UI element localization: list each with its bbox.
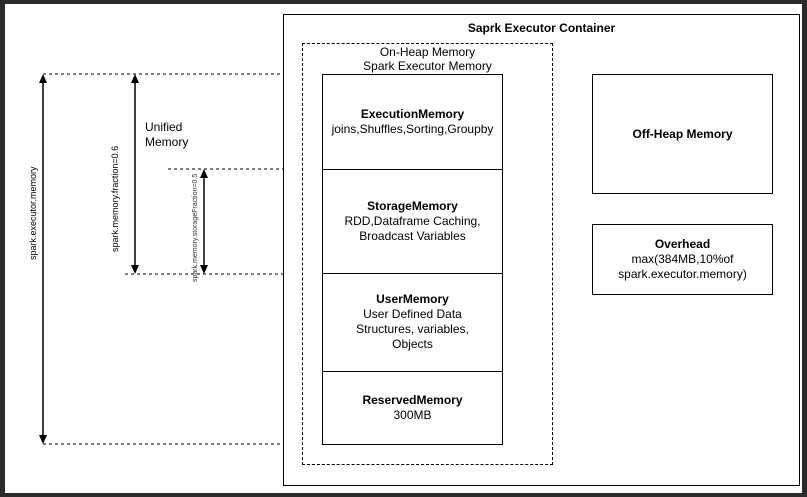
executor-memory-label: spark.executor.memory [28, 166, 38, 260]
overhead-title: Overhead [654, 237, 711, 251]
user-memory-desc-line2: Structures, variables, [356, 322, 469, 336]
onheap-memory-title: On-Heap Memory Spark Executor Memory [302, 45, 553, 73]
diagram-canvas: spark.executor.memory spark.memory.fract… [5, 4, 802, 493]
user-memory-desc-line1: User Defined Data [363, 307, 462, 321]
storage-memory-block: StorageMemory RDD,Dataframe Caching, Bro… [322, 169, 503, 273]
memory-fraction-arrow-top-head [131, 74, 139, 83]
executor-memory-arrow-top-head [39, 74, 47, 83]
user-memory-desc-line3: Objects [392, 337, 433, 351]
overhead-desc-line1: max(384MB,10%of [631, 252, 734, 266]
reserved-memory-block: ReservedMemory 300MB [322, 371, 503, 445]
storage-user-divider [322, 273, 503, 274]
storage-memory-desc-line2: Broadcast Variables [359, 228, 466, 243]
memory-fraction-label: spark.memory.fraction=0.6 [110, 145, 120, 252]
execution-memory-desc: joins,Shuffles,Sorting,Groupby [331, 121, 494, 136]
unified-memory-label-line2: Memory [145, 135, 189, 149]
memory-stack [322, 74, 503, 445]
offheap-memory-box: Off-Heap Memory [592, 74, 773, 194]
reserved-memory-title: ReservedMemory [362, 393, 463, 407]
user-reserved-divider [322, 371, 503, 372]
unified-memory-label: Unified Memory [145, 120, 188, 150]
offheap-memory-title: Off-Heap Memory [632, 126, 733, 141]
storage-memory-desc-line1: RDD,Dataframe Caching, [344, 213, 481, 228]
overhead-box: Overhead max(384MB,10%of spark.executor.… [592, 224, 773, 295]
execution-memory-block: ExecutionMemory joins,Shuffles,Sorting,G… [322, 74, 503, 169]
execution-memory-title: ExecutionMemory [360, 106, 465, 121]
memory-fraction-arrow-bottom-head [131, 265, 139, 274]
unified-memory-label-line1: Unified [145, 120, 183, 134]
storage-fraction-arrow-bottom-head [200, 265, 208, 274]
user-memory-title: UserMemory [376, 292, 449, 306]
user-memory-block: UserMemory User Defined Data Structures,… [322, 273, 503, 371]
executor-container-title: Saprk Executor Container [467, 21, 616, 35]
onheap-title-line1: On-Heap Memory [379, 45, 476, 59]
onheap-memory-container [302, 43, 553, 465]
execution-storage-divider [322, 169, 503, 170]
storage-fraction-label: spark.memory.storageFraction=0.5 [192, 173, 199, 282]
storage-fraction-arrow-top-head [200, 169, 208, 178]
storage-memory-title: StorageMemory [367, 198, 458, 213]
overhead-desc-line2: spark.executor.memory) [618, 267, 747, 281]
onheap-title-line2: Spark Executor Memory [363, 59, 492, 73]
reserved-memory-size: 300MB [393, 408, 432, 422]
executor-memory-arrow-bottom-head [39, 435, 47, 444]
